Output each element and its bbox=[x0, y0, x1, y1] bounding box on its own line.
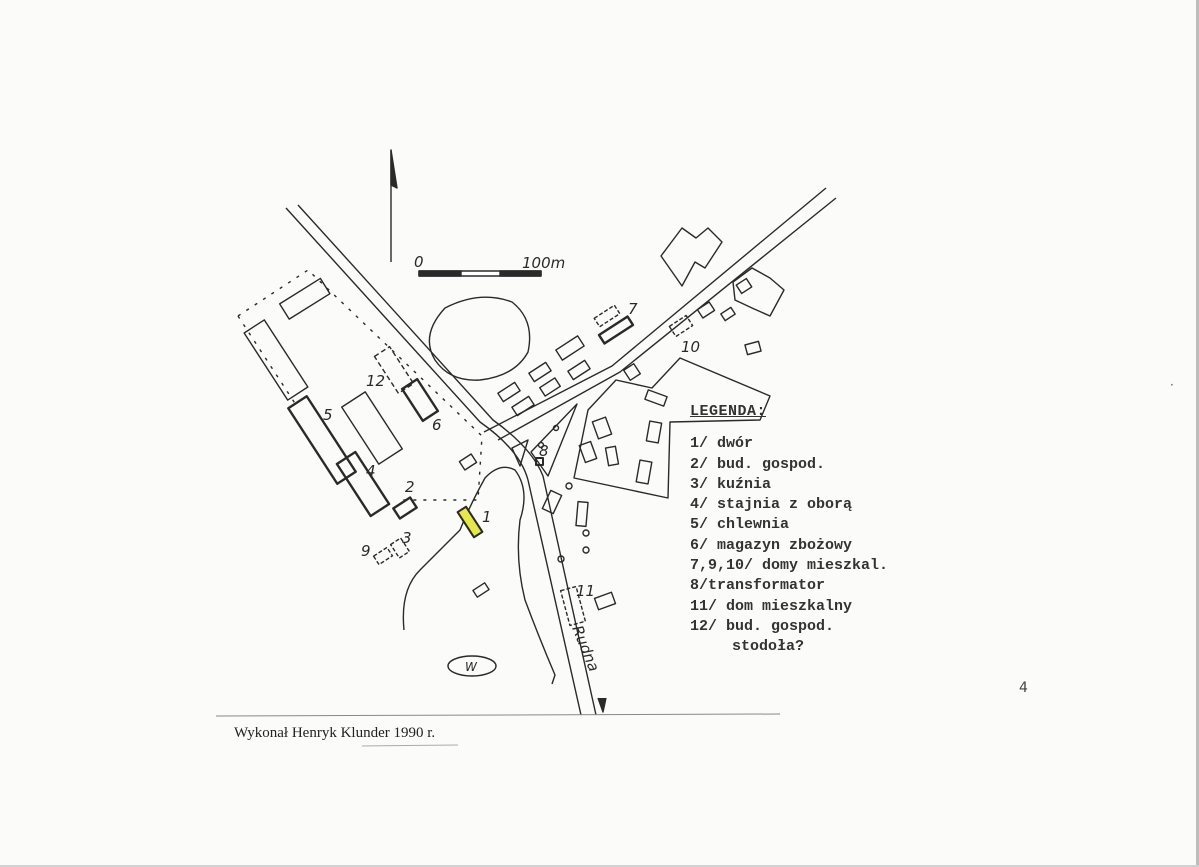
tree-marker bbox=[537, 441, 545, 449]
estate-block-east bbox=[573, 357, 771, 499]
property-boundary-west bbox=[237, 315, 299, 409]
legend-item: 3/ kuźnia bbox=[690, 475, 772, 493]
building-10 bbox=[668, 314, 694, 338]
author-credit: Wykonał Henryk Klunder 1990 r. bbox=[234, 725, 436, 741]
label-building-4: 4 bbox=[366, 462, 376, 480]
label-building-7: 7 bbox=[628, 300, 638, 318]
tree-marker bbox=[582, 529, 590, 537]
small-building bbox=[623, 363, 641, 381]
pond bbox=[428, 296, 531, 381]
legend-item: 1/ dwór bbox=[690, 435, 754, 453]
building-7-existing bbox=[597, 315, 635, 345]
small-building bbox=[635, 459, 653, 485]
building-9 bbox=[372, 546, 394, 566]
label-building-1: 1 bbox=[482, 508, 492, 526]
small-building bbox=[744, 340, 762, 356]
scale-bar bbox=[418, 270, 542, 277]
small-building bbox=[604, 445, 620, 467]
small-building bbox=[578, 440, 598, 464]
label-building-11: 11 bbox=[576, 582, 595, 600]
legend-item: 6/ magazyn zbożowy bbox=[690, 536, 853, 554]
legend-item: stodoła? bbox=[732, 638, 805, 656]
label-building-6: 6 bbox=[432, 416, 442, 434]
small-building bbox=[593, 591, 617, 611]
village-buildings-north bbox=[497, 335, 591, 417]
main-road bbox=[285, 204, 597, 716]
label-building-3: 3 bbox=[402, 529, 412, 547]
label-building-8: 8 bbox=[539, 442, 549, 460]
legend-item: 2/ bud. gospod. bbox=[690, 455, 826, 473]
small-building bbox=[696, 301, 716, 319]
field-west bbox=[243, 319, 309, 401]
scan-edge-right bbox=[1196, 0, 1199, 867]
farmstead-ne-1 bbox=[660, 227, 723, 287]
legend-item: 5/ chlewnia bbox=[690, 516, 790, 534]
legend-item: 7,9,10/ domy mieszkal. bbox=[690, 557, 889, 575]
field-north bbox=[278, 277, 331, 320]
scan-edge-bottom bbox=[0, 865, 1199, 867]
label-building-10: 10 bbox=[681, 338, 700, 356]
legend-item: 12/ bud. gospod. bbox=[690, 617, 835, 635]
baseline-rule bbox=[215, 713, 781, 717]
scale-end-label: 100m bbox=[522, 254, 565, 272]
building-1 bbox=[456, 505, 484, 539]
woodland bbox=[402, 466, 556, 685]
small-building bbox=[735, 277, 753, 295]
label-building-12: 12 bbox=[366, 372, 385, 390]
north-arrow-icon bbox=[390, 149, 398, 262]
small-building bbox=[645, 420, 663, 444]
legend-item: 11/ dom mieszkalny bbox=[690, 597, 853, 615]
small-building bbox=[591, 416, 613, 440]
scale-zero-label: 0 bbox=[414, 253, 424, 271]
tree-marker bbox=[552, 424, 560, 432]
small-building bbox=[541, 489, 563, 515]
small-building bbox=[644, 389, 668, 407]
small-building bbox=[458, 453, 478, 471]
legend: LEGENDA: 1/ dwór 2/ bud. gospod. 3/ kuźn… bbox=[690, 402, 888, 658]
page-number: 4 bbox=[1019, 680, 1028, 696]
forest-label: W bbox=[465, 660, 478, 674]
building-2 bbox=[392, 496, 418, 520]
tree-marker bbox=[565, 482, 573, 490]
building-6 bbox=[400, 377, 440, 423]
road-label-rudna: Rudna bbox=[568, 623, 603, 674]
small-building bbox=[720, 306, 736, 322]
scan-mark: · bbox=[1170, 378, 1174, 392]
building-8 bbox=[535, 457, 544, 466]
building-4 bbox=[335, 450, 391, 518]
forest-label-outline bbox=[447, 655, 497, 677]
label-building-2: 2 bbox=[405, 478, 415, 496]
triangle-marker bbox=[511, 439, 529, 467]
small-building bbox=[575, 500, 589, 528]
property-boundary bbox=[237, 269, 483, 501]
rudna-arrow-icon bbox=[597, 697, 607, 713]
small-building bbox=[472, 582, 490, 598]
tree-marker bbox=[582, 546, 590, 554]
credit-underline bbox=[361, 744, 459, 747]
farmstead-ne-2 bbox=[732, 267, 785, 317]
legend-item: 8/transformator bbox=[690, 577, 826, 595]
label-building-9: 9 bbox=[361, 542, 371, 560]
field-central bbox=[341, 391, 403, 465]
legend-title: LEGENDA: bbox=[690, 403, 767, 420]
tree-marker bbox=[557, 555, 565, 563]
building-5 bbox=[287, 395, 357, 485]
legend-item: 4/ stajnia z oborą bbox=[690, 496, 853, 514]
label-building-5: 5 bbox=[323, 406, 333, 424]
